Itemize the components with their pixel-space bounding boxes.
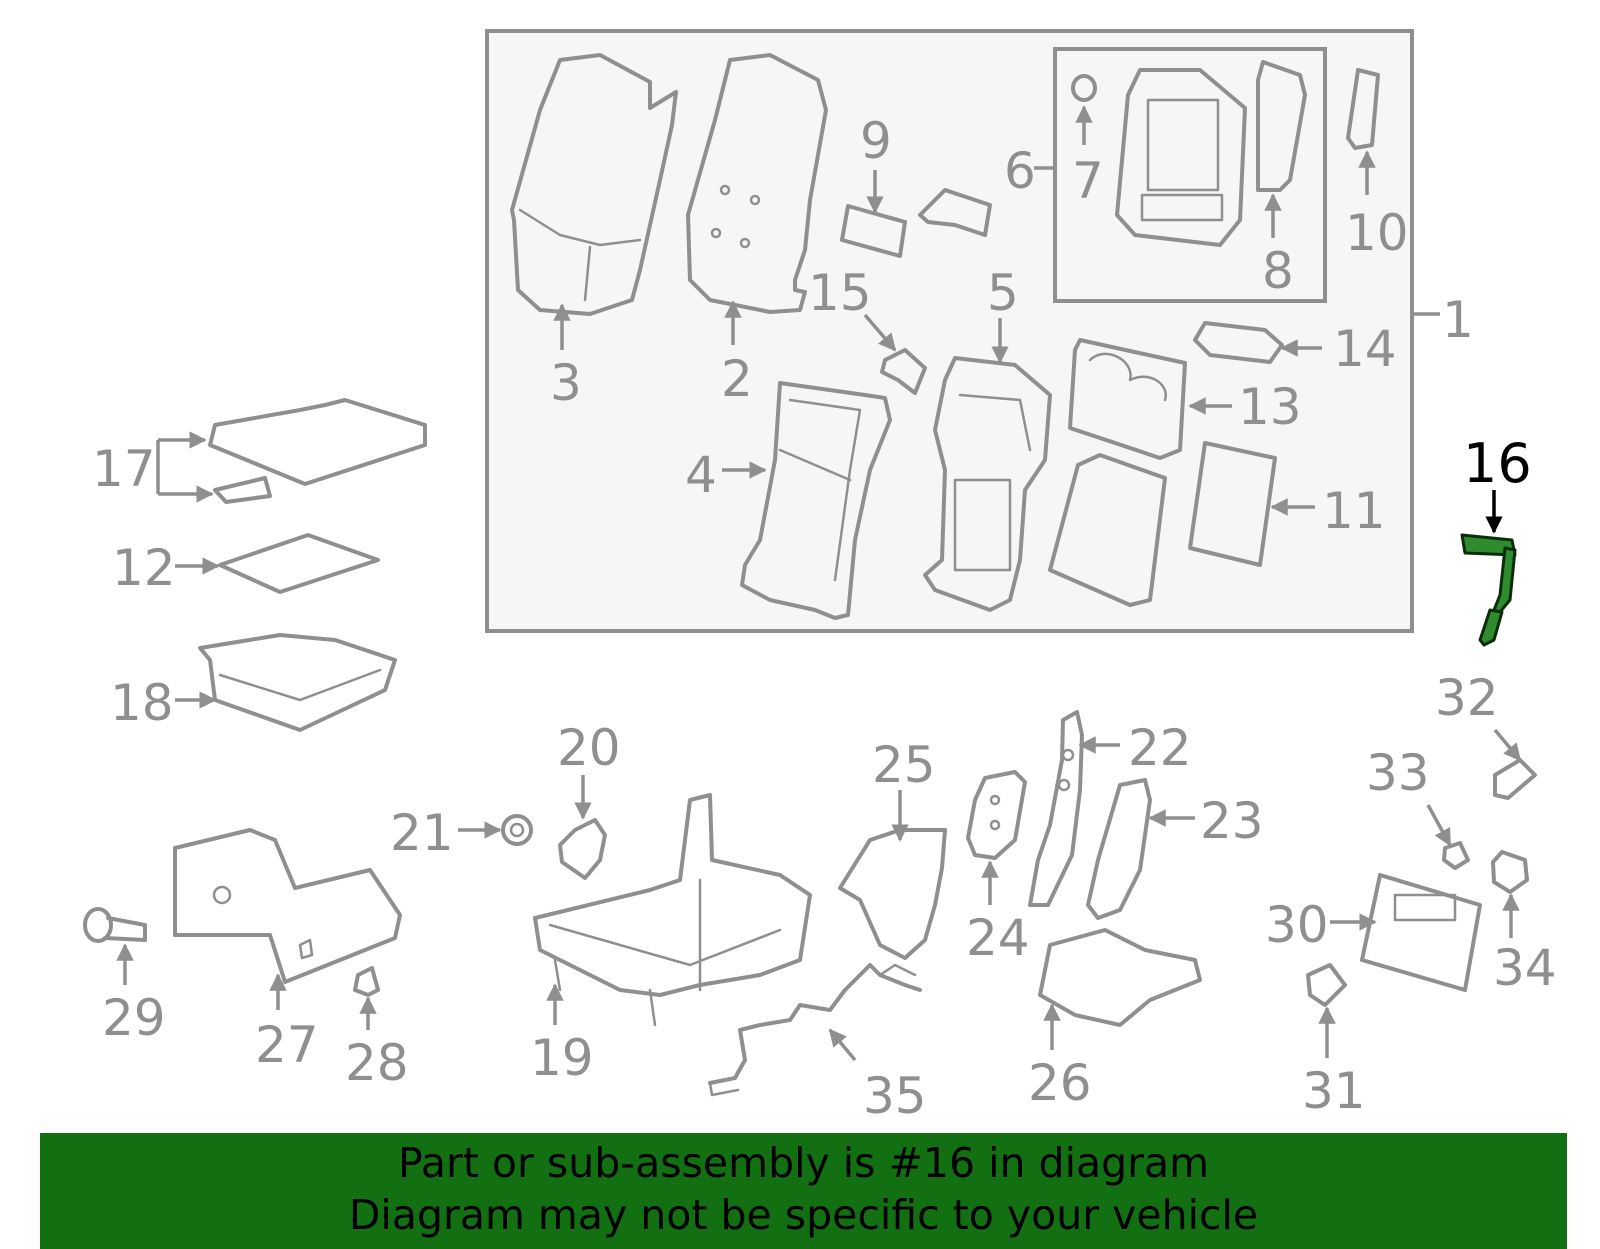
part-26-tray xyxy=(1038,928,1202,1027)
part-22-hinge xyxy=(1028,710,1084,907)
part-24-bracket xyxy=(966,770,1027,860)
label-2: 2 xyxy=(721,350,753,408)
part-29-fastener xyxy=(83,907,147,943)
part-12-mat xyxy=(218,533,380,594)
label-31: 31 xyxy=(1302,1062,1366,1120)
part-31-clip xyxy=(1306,963,1347,1007)
label-34: 34 xyxy=(1493,939,1557,997)
label-3: 3 xyxy=(550,354,582,412)
label-20: 20 xyxy=(557,719,621,777)
label-19: 19 xyxy=(530,1029,594,1087)
info-banner: Part or sub-assembly is #16 in diagram D… xyxy=(40,1133,1567,1249)
part-10-trim xyxy=(1346,68,1380,150)
label-15: 15 xyxy=(808,264,872,322)
part-33-clip xyxy=(1442,841,1470,870)
label-21: 21 xyxy=(390,804,454,862)
label-23: 23 xyxy=(1200,792,1264,850)
part-9-bracket xyxy=(840,188,992,258)
part-14-insert xyxy=(1193,321,1284,364)
label-11: 11 xyxy=(1322,482,1386,540)
label-12: 12 xyxy=(112,539,176,597)
label-30: 30 xyxy=(1265,896,1329,954)
part-23-cover xyxy=(1086,778,1152,920)
part-34-cap xyxy=(1491,850,1529,894)
part-5-armrest-frame xyxy=(923,356,1052,612)
label-9: 9 xyxy=(860,112,892,170)
label-35: 35 xyxy=(863,1067,927,1125)
part-35-wire-harness xyxy=(708,963,922,1097)
part-7-clip xyxy=(1071,74,1097,102)
part-2-seatback-pad xyxy=(686,53,828,314)
label-28: 28 xyxy=(345,1034,409,1092)
label-6: 6 xyxy=(1004,142,1036,200)
label-33: 33 xyxy=(1366,744,1430,802)
part-18-bin xyxy=(198,633,397,732)
part-32-pin xyxy=(1493,758,1537,800)
part-11-pad xyxy=(1188,441,1277,567)
banner-line-2: Diagram may not be specific to your vehi… xyxy=(348,1191,1259,1239)
part-3-seatback-cover xyxy=(510,53,678,316)
part-6-armrest-panel xyxy=(1115,68,1247,247)
label-22: 22 xyxy=(1128,719,1192,777)
part-4-cover xyxy=(740,381,892,620)
assembly-inset-box xyxy=(485,29,1414,633)
label-18: 18 xyxy=(110,674,174,732)
label-26: 26 xyxy=(1028,1054,1092,1112)
part-19-seat-frame xyxy=(533,793,812,1027)
part-28-clip xyxy=(353,966,380,997)
part-17-cushion xyxy=(208,398,427,504)
part-16-highlighted-latch-rod xyxy=(1460,533,1517,647)
label-27: 27 xyxy=(255,1016,319,1074)
label-29: 29 xyxy=(102,989,166,1047)
label-1: 1 xyxy=(1442,291,1474,349)
part-21-grommet xyxy=(501,814,533,846)
label-16: 16 xyxy=(1463,432,1532,495)
part-8-trim xyxy=(1256,60,1307,192)
label-13: 13 xyxy=(1238,378,1302,436)
label-14: 14 xyxy=(1333,320,1397,378)
part-15-clip xyxy=(880,348,927,395)
part-27-trim-panel xyxy=(173,828,402,984)
label-10: 10 xyxy=(1345,204,1409,262)
part-storage-panel xyxy=(1048,453,1167,607)
part-30-switch-panel xyxy=(1360,873,1482,992)
label-5: 5 xyxy=(987,264,1019,322)
label-17: 17 xyxy=(92,440,156,498)
label-24: 24 xyxy=(966,909,1030,967)
part-13-cupholder xyxy=(1068,338,1187,460)
banner-line-1: Part or sub-assembly is #16 in diagram xyxy=(397,1139,1210,1187)
label-7: 7 xyxy=(1072,152,1104,210)
subassembly-inset-box xyxy=(1053,47,1327,303)
part-25-panel xyxy=(838,828,947,960)
part-20-bracket xyxy=(558,818,607,880)
label-25: 25 xyxy=(872,736,936,794)
label-32: 32 xyxy=(1435,669,1499,727)
label-8: 8 xyxy=(1262,242,1294,300)
label-4: 4 xyxy=(685,446,717,504)
